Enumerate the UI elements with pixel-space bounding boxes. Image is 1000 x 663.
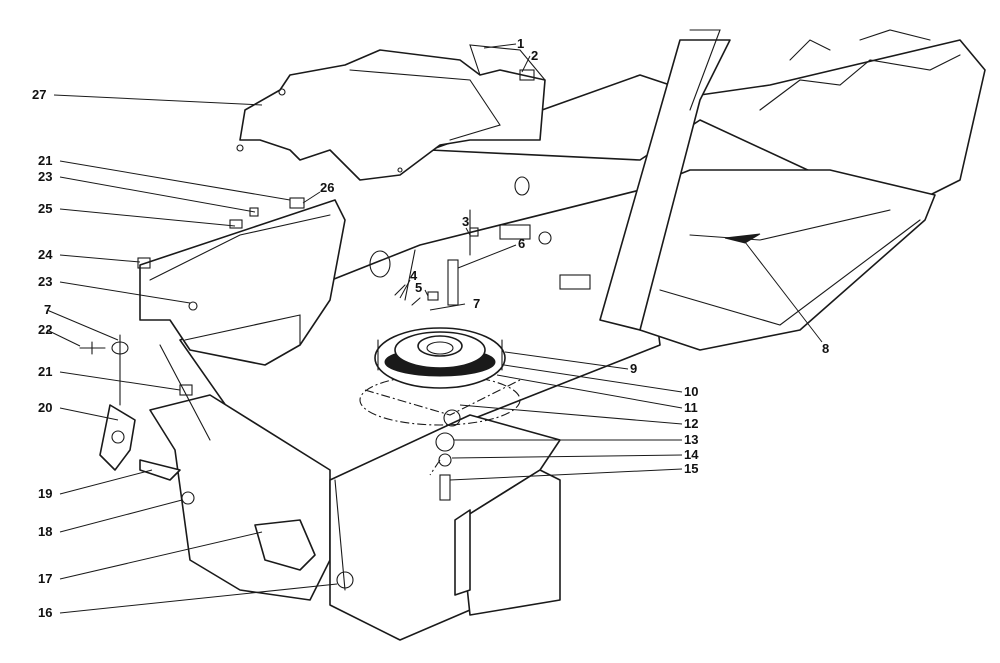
callout-6: 6 — [518, 236, 525, 251]
callout-17: 17 — [38, 571, 52, 586]
callout-24: 24 — [38, 247, 53, 262]
pulley-assembly — [359, 259, 521, 501]
callout-2: 2 — [531, 48, 538, 63]
callout-3: 3 — [462, 214, 469, 229]
callout-18: 18 — [38, 524, 52, 539]
top-shield — [236, 44, 546, 181]
callout-11: 11 — [684, 400, 698, 415]
callout-10: 10 — [684, 384, 698, 399]
callout-21b: 21 — [38, 364, 52, 379]
side-shield — [139, 199, 346, 441]
leader-lines — [46, 43, 823, 614]
callout-22: 22 — [38, 322, 52, 337]
callout-4: 4 — [410, 268, 418, 283]
callout-8: 8 — [822, 341, 829, 356]
callout-25: 25 — [38, 201, 52, 216]
callout-23a: 23 — [38, 169, 52, 184]
callout-7b: 7 — [473, 296, 480, 311]
callout-21a: 21 — [38, 153, 52, 168]
callout-12: 12 — [684, 416, 698, 431]
callout-13: 13 — [684, 432, 698, 447]
callout-7a: 7 — [44, 302, 51, 317]
callout-20: 20 — [38, 400, 52, 415]
hardware — [79, 69, 535, 505]
callout-27: 27 — [32, 87, 46, 102]
callout-26: 26 — [320, 180, 334, 195]
callout-19: 19 — [38, 486, 52, 501]
callout-labels: 1 2 27 21 23 26 25 3 6 24 4 23 5 7 7 22 … — [32, 36, 829, 620]
callout-15: 15 — [684, 461, 698, 476]
callout-23b: 23 — [38, 274, 52, 289]
callout-9: 9 — [630, 361, 637, 376]
callout-5: 5 — [415, 280, 422, 295]
callout-14: 14 — [684, 447, 699, 462]
callout-16: 16 — [38, 605, 52, 620]
callout-1: 1 — [517, 36, 524, 51]
